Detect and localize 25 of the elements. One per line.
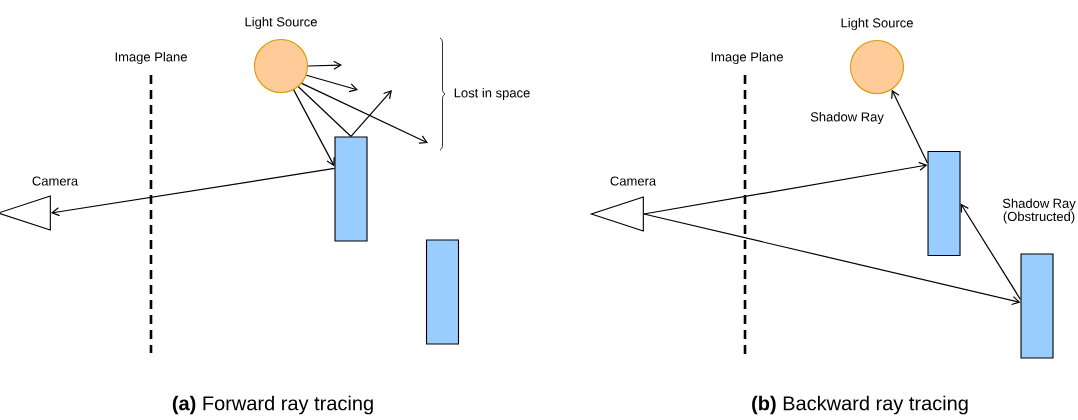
arrow: [307, 60, 342, 70]
edge-label: Shadow Ray (Obstructed): [998, 197, 1078, 225]
image-plane-label: Image Plane: [711, 51, 783, 65]
edge-label: Shadow Ray: [809, 110, 885, 126]
node-label: Camera: [32, 176, 79, 186]
arrow: [960, 203, 1022, 301]
arrow: [643, 213, 1021, 306]
arrow: [643, 161, 928, 215]
node-label: Camera: [610, 176, 657, 186]
node-label: Light Source: [245, 16, 317, 30]
arrow: [301, 82, 428, 144]
image-plane-label: Image Plane: [115, 51, 187, 65]
arrow: [293, 89, 335, 167]
arrow: [891, 89, 929, 164]
arrow: [305, 74, 358, 93]
object-box: [425, 239, 460, 345]
caption: (b) Backward ray tracing: [752, 395, 968, 415]
caption: (a) Forward ray tracing: [172, 395, 373, 415]
object-box: [1020, 253, 1054, 359]
object-box: [927, 150, 961, 257]
arrow: [350, 90, 392, 138]
object-box: [334, 136, 368, 242]
brace-label: Lost in space: [454, 87, 530, 101]
arrow: [50, 167, 336, 217]
node-label: Light Source: [841, 17, 913, 31]
